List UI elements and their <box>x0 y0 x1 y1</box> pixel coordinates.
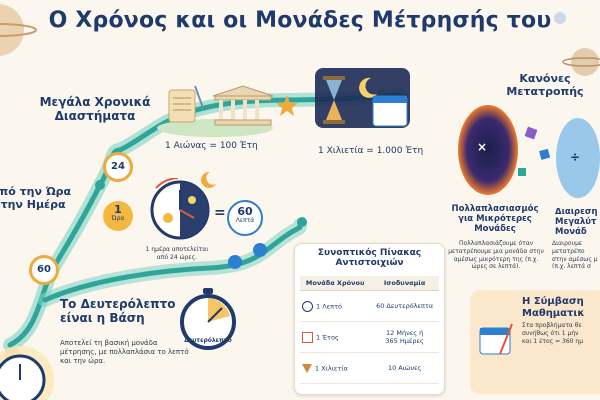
table-cell-equivalence: 12 Μήνες ή 365 Ημέρες <box>370 321 439 353</box>
planet-ring-icon <box>562 57 600 67</box>
summary-table: Μονάδα Χρόνου Ισοδυναμία 1 Λεπτό 60 Δευτ… <box>300 276 439 384</box>
table-header: Μονάδα Χρόνου <box>300 276 371 291</box>
century-fact: 1 Αιώνας = 100 Έτη <box>165 141 258 151</box>
convention-calendar-icon <box>479 323 513 355</box>
stopwatch-label: Δευτερόλεπτο <box>184 337 232 344</box>
hourglass-icon <box>323 76 345 80</box>
hour-unit: Ώρα <box>111 215 125 222</box>
equals-sign: = <box>214 205 226 221</box>
scroll-icon <box>168 89 196 123</box>
milestone-60: 60 <box>29 255 59 285</box>
table-row: 1 Λεπτό 60 Δευτερόλεπτα <box>300 290 439 322</box>
table-cell: 1 Έτος <box>300 321 371 353</box>
moon-icon <box>359 77 377 98</box>
seconds-heading: Το Δευτερόλεπτο είναι η Βάση <box>60 297 176 325</box>
conversion-rules-heading: Κανόνες Μετατροπής <box>506 72 584 98</box>
multiply-rule-heading: Πολλαπλασιασμός για Μικρότερες Μονάδες <box>451 204 539 234</box>
clock-icon <box>302 300 313 312</box>
multiply-rule-text: Πολλαπλασιάζουμε όταν μετατρέπουμε μια μ… <box>448 240 544 271</box>
day-night-clock-icon <box>150 178 210 240</box>
minutes-badge: 60 Λεπτά <box>227 200 263 236</box>
convention-text: Στα προβλήματα θε συνήθως ότι 1 μήν και … <box>522 322 584 345</box>
summary-table-title: Συνοπτικός Πίνακας Αντιστοιχιών <box>317 248 422 269</box>
minutes-unit: Λεπτά <box>235 217 255 224</box>
planet-icon <box>0 4 24 56</box>
page-title: Ο Χρόνος και οι Μονάδες Μέτρησής του <box>48 8 552 33</box>
multiply-icon: × <box>477 140 488 154</box>
seconds-description: Αποτελεί τη βασική μονάδα μέτρησης, με π… <box>60 339 189 365</box>
table-cell-equivalence: 10 Αιώνες <box>370 352 439 384</box>
portal-illustration <box>458 105 600 198</box>
planet-ring-icon <box>0 23 37 37</box>
portal-right-icon <box>556 118 600 198</box>
minutes-value: 60 <box>237 205 253 218</box>
divide-icon: ÷ <box>570 150 581 164</box>
planet-icon <box>571 48 599 76</box>
table-row: 1 Χιλιετία 10 Αιώνες <box>300 352 439 384</box>
table-cell-unit: 1 Έτος <box>316 333 339 341</box>
globe-icon <box>228 255 242 269</box>
temple-icon <box>212 85 274 97</box>
hour-to-day-heading: από την Ώρα στην Ημέρα <box>0 185 72 211</box>
history-icons <box>157 85 274 137</box>
table-cell: 1 Λεπτό <box>300 290 371 322</box>
millennium-fact: 1 Χιλιετία = 1.000 Έτη <box>318 146 424 156</box>
table-cell-unit: 1 Χιλιετία <box>315 364 348 372</box>
hour-badge: 1 Ώρα <box>103 201 133 231</box>
globe-icon <box>253 243 267 257</box>
calendar-icon <box>302 331 313 343</box>
divide-rule-text: Διαιρουμε μετατρέπο στην αμέσως μ (π.χ. … <box>552 240 598 271</box>
divide-rule-heading: Διαίρεση Μεγαλύτ Μονάδ <box>555 208 598 237</box>
table-header-row: Μονάδα Χρόνου Ισοδυναμία <box>300 276 439 291</box>
stopwatch-icon <box>180 288 236 350</box>
hourglass-icon <box>302 363 312 373</box>
day-note: 1 ημέρα αποτελείται από 24 ώρες. <box>145 246 209 261</box>
star-icon <box>276 95 298 116</box>
table-row: 1 Έτος 12 Μήνες ή 365 Ημέρες <box>300 321 439 353</box>
portal-left-icon <box>458 105 518 195</box>
hour-value: 1 <box>114 203 122 216</box>
summary-table-card: Συνοπτικός Πίνακας Αντιστοιχιών Μονάδα Χ… <box>294 243 445 395</box>
planet-icon <box>554 12 566 24</box>
milestone-24: 24 <box>103 152 133 182</box>
corner-clock-icon <box>0 346 54 400</box>
table-cell-unit: 1 Λεπτό <box>316 302 342 310</box>
table-cell-equivalence: 60 Δευτερόλεπτα <box>370 290 439 322</box>
path-node <box>297 217 307 227</box>
large-spans-heading: Μεγάλα Χρονικά Διαστήματα <box>39 95 151 123</box>
table-header: Ισοδυναμία <box>370 276 439 291</box>
table-cell: 1 Χιλιετία <box>300 352 371 384</box>
millennium-icons <box>315 68 410 128</box>
path-node <box>95 180 105 190</box>
moon-icon <box>201 171 216 188</box>
convention-heading: Η Σύμβαση Μαθηματικ <box>522 296 585 319</box>
